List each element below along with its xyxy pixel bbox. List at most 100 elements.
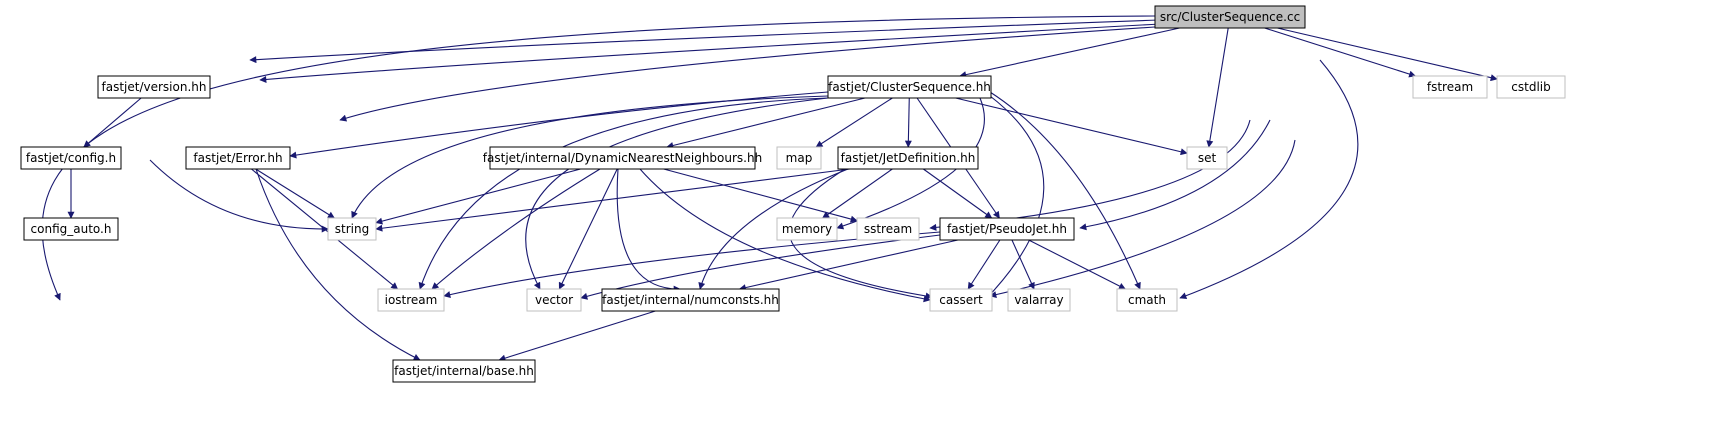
node-box-fstream [1412,75,1488,99]
edge-pseudojet-to-iostream [443,231,941,298]
edge-dnn-to-vector [558,168,618,290]
node-label-pseudojet: fastjet/PseudoJet.hh [947,222,1067,236]
edge-cs_hh-to-map [815,97,893,148]
edge-cs_cc-to-cstdlib [1277,27,1498,82]
node-string: string [327,217,377,241]
edges-layer [41,15,1498,362]
edge-cs_cc-to-error [259,23,1161,83]
edge-cs_cc-to-string [339,25,1171,122]
node-label-dnn: fastjet/internal/DynamicNearestNeighbour… [483,151,762,165]
node-base[interactable]: fastjet/internal/base.hh [392,359,536,383]
node-box-version [97,75,211,99]
edge-jetdef-to-memory [822,168,893,219]
edge-dnn-to-string [375,168,581,225]
edge-cs_hh-to-cassert [984,95,1045,301]
node-box-cs_cc [1154,5,1306,29]
node-box-set [1186,146,1228,170]
edge-cs_hh-to-set [955,97,1188,156]
node-box-map [776,146,822,170]
node-cassert: cassert [929,288,993,312]
node-cs_cc[interactable]: src/ClusterSequence.cc [1154,5,1306,29]
node-label-string: string [335,222,369,236]
node-label-cs_cc: src/ClusterSequence.cc [1160,10,1300,24]
node-box-cstdlib [1496,75,1566,99]
node-box-iostream [377,288,445,312]
node-label-cs_hh: fastjet/ClusterSequence.hh [828,80,991,94]
edge-pseudojet-to-valarray [1011,239,1035,290]
node-box-config [20,146,122,170]
edge-error-to-string [255,168,335,219]
edge-jetdef-to-cassert [788,168,933,300]
edge-cs_cc-to-pseudojet [1079,119,1271,231]
edge-jetdef-to-string [375,168,851,232]
edge-version-to-config [83,97,142,148]
node-box-sstream [856,217,920,241]
edge-pseudojet-to-cassert [967,239,1001,290]
edge-error-to-base [255,168,421,361]
node-iostream: iostream [377,288,445,312]
node-memory: memory [776,217,838,241]
node-config_auto[interactable]: config_auto.h [23,217,119,241]
node-pseudojet[interactable]: fastjet/PseudoJet.hh [939,217,1075,241]
node-label-valarray: valarray [1014,293,1063,307]
edge-cs_cc-to-set [1206,27,1229,148]
node-error[interactable]: fastjet/Error.hh [185,146,291,170]
edge-jetdef-to-pseudojet [923,168,993,219]
node-box-error [185,146,291,170]
node-box-pseudojet [939,217,1075,241]
nodes-layer: src/ClusterSequence.cc fastjet/version.hh… [20,5,1566,383]
edge-numconsts-to-base [498,310,656,362]
edge-cs_hh-to-string [351,95,829,219]
node-config[interactable]: fastjet/config.h [20,146,122,170]
edge-version-to-string [149,159,329,233]
node-valarray: valarray [1007,288,1071,312]
node-label-set: set [1198,151,1217,165]
node-label-cstdlib: cstdlib [1511,80,1550,94]
node-jetdef[interactable]: fastjet/JetDefinition.hh [837,146,979,170]
edge-pseudojet-to-numconsts [738,239,959,292]
node-cs_hh[interactable]: fastjet/ClusterSequence.hh [827,75,992,99]
node-fstream: fstream [1412,75,1488,99]
node-label-vector: vector [535,293,573,307]
edge-pseudojet-to-cmath [1028,239,1126,290]
node-label-sstream: sstream [864,222,912,236]
edge-error-to-iostream [251,168,399,290]
node-sstream: sstream [856,217,920,241]
edge-cs_hh-to-dnn [666,97,866,149]
node-label-error: fastjet/Error.hh [193,151,282,165]
node-label-version: fastjet/version.hh [102,80,207,94]
node-label-numconsts: fastjet/internal/numconsts.hh [602,293,779,307]
node-map: map [776,146,822,170]
node-box-cassert [929,288,993,312]
node-label-config: fastjet/config.h [26,151,116,165]
node-label-jetdef: fastjet/JetDefinition.hh [841,151,976,165]
node-label-cmath: cmath [1128,293,1166,307]
edge-cs_cc-to-cmath [1179,59,1359,300]
node-label-config_auto: config_auto.h [31,222,112,236]
node-box-config_auto [23,217,119,241]
edge-dnn-to-cassert [639,168,931,303]
node-numconsts[interactable]: fastjet/internal/numconsts.hh [601,288,780,312]
node-cstdlib: cstdlib [1496,75,1566,99]
node-box-valarray [1007,288,1071,312]
node-box-numconsts [601,288,780,312]
node-label-base: fastjet/internal/base.hh [394,364,534,378]
node-version[interactable]: fastjet/version.hh [97,75,211,99]
node-vector: vector [526,288,582,312]
node-label-iostream: iostream [385,293,438,307]
node-box-string [327,217,377,241]
node-label-cassert: cassert [939,293,983,307]
edge-cs_cc-to-fstream [1264,27,1417,78]
node-label-memory: memory [782,222,832,236]
edge-dnn-to-sstream [663,168,858,223]
edge-cs_cc-to-version [249,19,1161,64]
edge-cs_cc-to-sstream [929,119,1251,231]
node-dnn[interactable]: fastjet/internal/DynamicNearestNeighbour… [483,146,762,170]
edge-dnn-to-numconsts [616,168,681,293]
edge-cs_hh-to-iostream [418,97,829,290]
node-cmath: cmath [1116,288,1178,312]
node-box-base [392,359,536,383]
node-box-jetdef [837,146,979,170]
node-box-cs_hh [827,75,992,99]
